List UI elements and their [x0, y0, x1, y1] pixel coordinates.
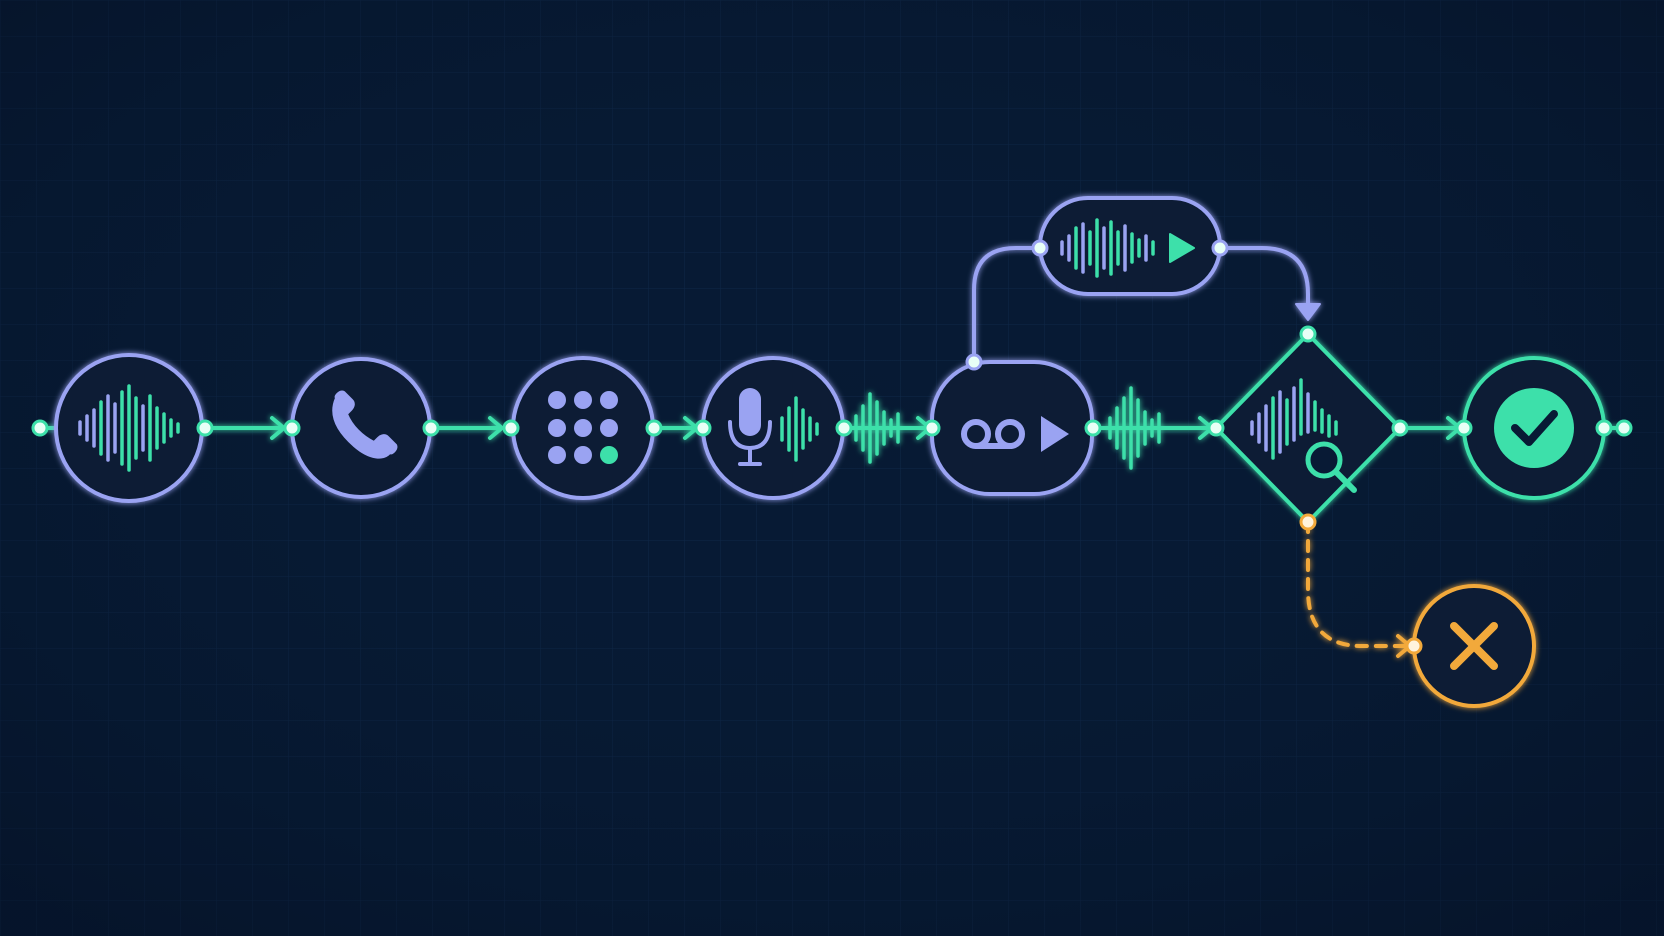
node-phone-call[interactable] [290, 357, 432, 499]
port-dot[interactable] [1299, 325, 1317, 343]
waveform-play-icon [1060, 218, 1195, 278]
port-dot[interactable] [283, 419, 301, 437]
port-dot[interactable] [1615, 419, 1633, 437]
port-dot[interactable] [502, 419, 520, 437]
port-dot[interactable] [694, 419, 712, 437]
port-dot[interactable] [1391, 419, 1409, 437]
waveform-icon [78, 384, 180, 472]
node-dtmf-keypad[interactable] [511, 356, 655, 500]
port-dot[interactable] [1455, 419, 1473, 437]
port-dot[interactable] [1299, 513, 1317, 531]
port-dot[interactable] [965, 353, 983, 371]
node-voice-capture[interactable] [701, 356, 845, 500]
waveform-search-icon [1250, 378, 1357, 493]
voicemail-play-icon [961, 416, 1069, 452]
port-dot[interactable] [1595, 419, 1613, 437]
waveform-decoration [854, 392, 900, 464]
port-dot[interactable] [196, 419, 214, 437]
phone-icon [332, 390, 398, 459]
check-icon [1494, 388, 1574, 468]
port-dot[interactable] [923, 419, 941, 437]
microphone-icon [728, 388, 819, 466]
port-dot[interactable] [1207, 419, 1225, 437]
port-dot[interactable] [645, 419, 663, 437]
edge-audio-replay-to-decision [1218, 246, 1321, 321]
port-dot[interactable] [31, 419, 49, 437]
port-dot[interactable] [1084, 419, 1102, 437]
close-icon [1450, 622, 1498, 670]
port-dot[interactable] [835, 419, 853, 437]
port-dot[interactable] [422, 419, 440, 437]
edge-phone-call-to-dtmf-keypad [429, 416, 504, 440]
node-audio-replay[interactable] [1038, 196, 1222, 296]
node-voicemail-playback[interactable] [930, 360, 1094, 496]
port-dot[interactable] [1211, 239, 1229, 257]
port-dot[interactable] [1031, 239, 1049, 257]
port-dot[interactable] [1405, 637, 1423, 655]
node-audio-input[interactable] [54, 353, 204, 503]
edge-voicemail-playback-to-audio-replay [972, 246, 1042, 364]
node-success-end[interactable] [1462, 356, 1606, 500]
keypad-icon [548, 391, 618, 464]
node-failure-end[interactable] [1412, 584, 1536, 708]
waveform-decoration [1108, 386, 1161, 470]
